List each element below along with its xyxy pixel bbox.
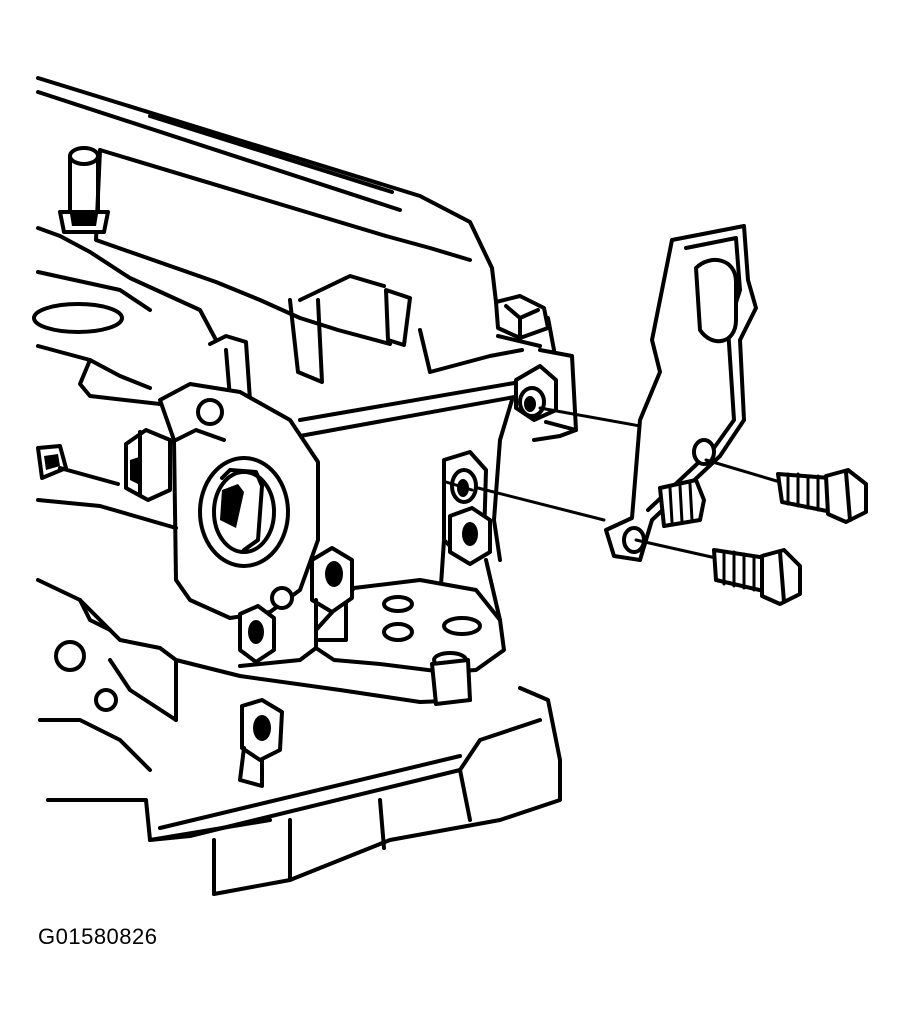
round-housing (158, 382, 320, 620)
right-lower-bolt (448, 506, 502, 622)
stud-post (58, 146, 110, 234)
upper-cover (36, 76, 524, 384)
left-port (32, 226, 218, 406)
engine-mount-plate (238, 578, 506, 706)
bracket-stud (658, 478, 706, 528)
upper-bolt (776, 468, 868, 524)
figure-code: G01580826 (38, 924, 158, 949)
lower-bolt (712, 548, 802, 606)
left-bolts (36, 428, 178, 530)
lower-block (36, 578, 562, 896)
upper-boss (514, 364, 558, 422)
lower-left-bolt (238, 604, 284, 788)
cover-bolt (494, 294, 550, 340)
mid-stud (310, 546, 354, 642)
lifting-bracket (604, 224, 758, 562)
leader-lines (444, 406, 782, 560)
